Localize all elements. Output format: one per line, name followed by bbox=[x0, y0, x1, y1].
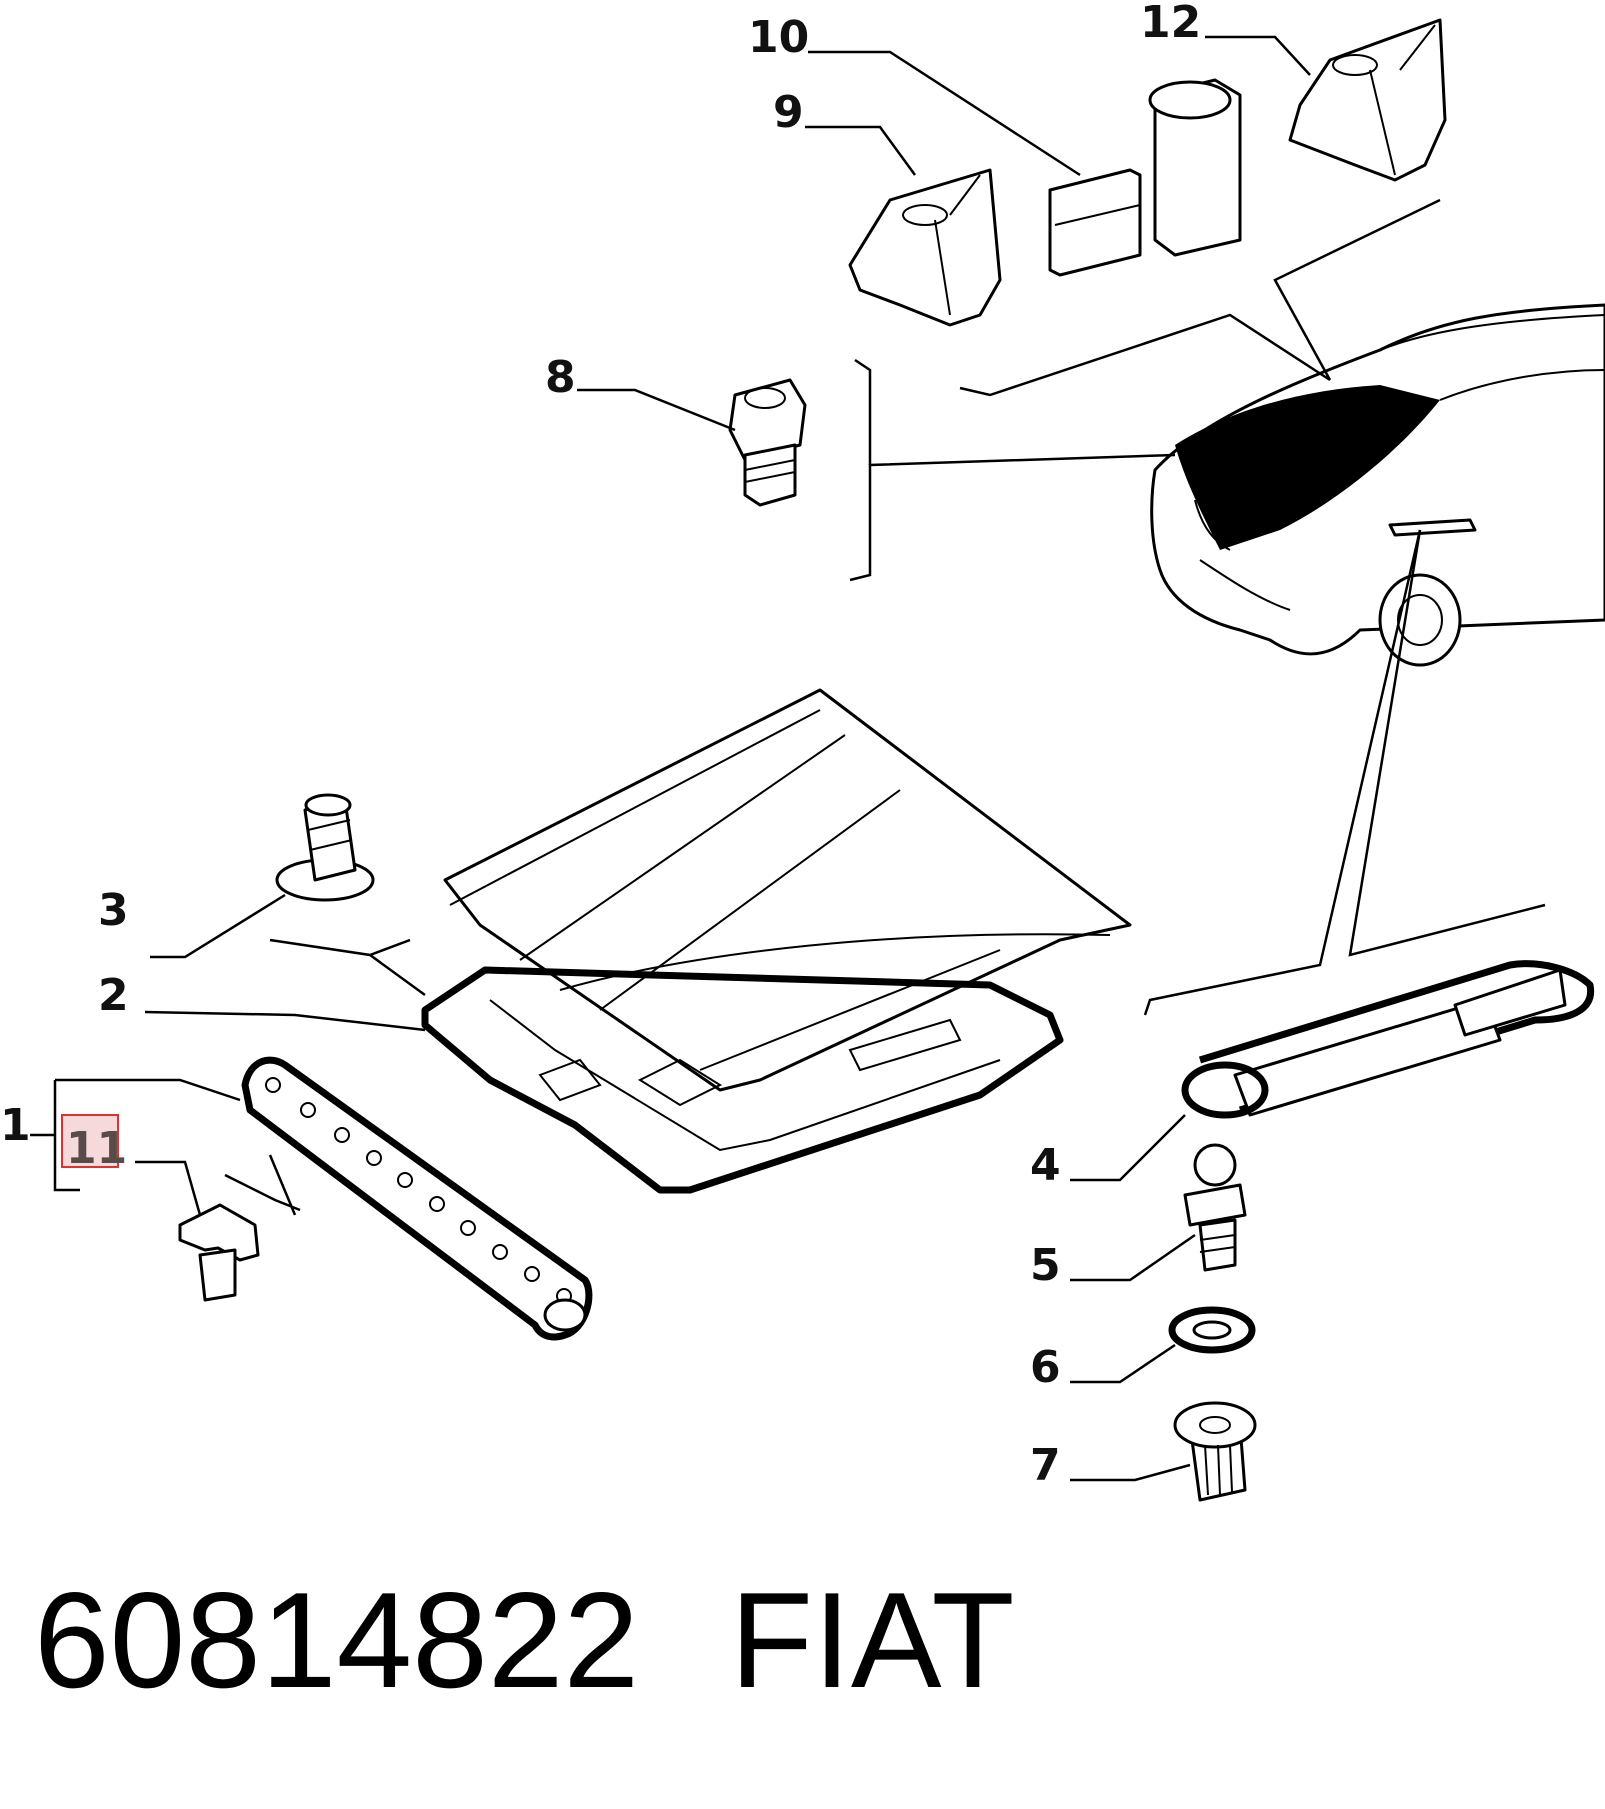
callout-12: 12 bbox=[1140, 0, 1201, 48]
callout-labels: 10 9 12 8 3 2 1 11 4 5 6 7 bbox=[0, 0, 1201, 1491]
callout-2: 2 bbox=[98, 970, 129, 1021]
part-1-rubber-strip bbox=[241, 1056, 593, 1341]
callout-8: 8 bbox=[545, 352, 576, 403]
part-2-hood-seal bbox=[421, 966, 1064, 1194]
callout-6: 6 bbox=[1030, 1342, 1061, 1393]
part-4-gas-strut bbox=[1181, 960, 1595, 1119]
part-8-buffer bbox=[728, 378, 807, 507]
callout-5: 5 bbox=[1030, 1240, 1061, 1291]
car-leader-lines bbox=[849, 198, 1546, 1016]
part-5-ball-stud bbox=[1183, 1143, 1247, 1272]
part-3-clip bbox=[275, 793, 375, 902]
part-7-nut-insert bbox=[1173, 1401, 1257, 1502]
callout-3: 3 bbox=[98, 885, 129, 936]
callout-1: 1 bbox=[0, 1100, 31, 1151]
car-hood-highlight bbox=[1175, 385, 1440, 550]
part-6-washer bbox=[1168, 1306, 1256, 1354]
car-illustration bbox=[1150, 303, 1605, 667]
callout-9: 9 bbox=[773, 87, 804, 138]
callout-11-highlight bbox=[61, 1114, 119, 1168]
callout-10: 10 bbox=[748, 12, 809, 63]
part-11-clip bbox=[178, 1203, 260, 1302]
hood-panel bbox=[443, 688, 1132, 1092]
part-number: 60814822 bbox=[34, 1564, 640, 1716]
part-9-wedge bbox=[848, 168, 1002, 327]
brand-name: FIAT bbox=[730, 1564, 1015, 1716]
callout-7: 7 bbox=[1030, 1440, 1061, 1491]
part-10-block bbox=[1048, 78, 1242, 277]
callout-4: 4 bbox=[1030, 1140, 1061, 1191]
callout-leader-lines bbox=[30, 35, 1311, 1482]
part-12-wedge bbox=[1288, 18, 1447, 182]
callout-11: 11 bbox=[66, 1123, 127, 1174]
